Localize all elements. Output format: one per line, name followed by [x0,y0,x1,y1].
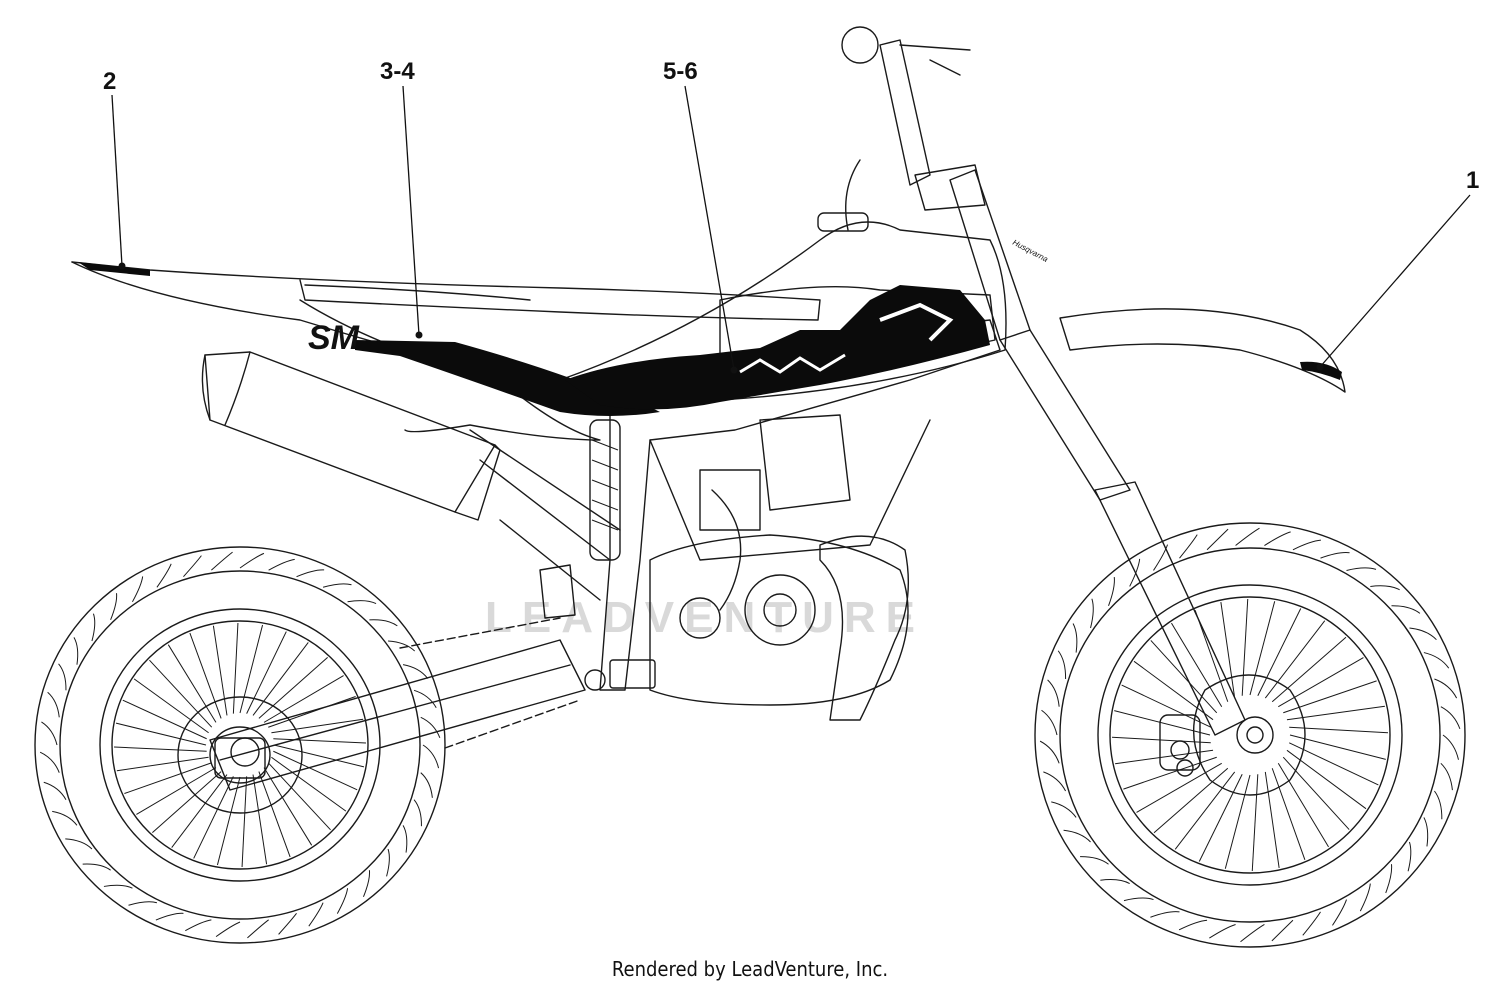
decal-sm-text: SM [308,319,360,357]
swingarm [209,639,586,791]
callout-3-4: 3-4 [380,58,423,339]
decal-1 [1300,361,1342,380]
rear-wheel [34,546,446,944]
tank-brand-label: Husqvarna [1011,238,1050,264]
front-wheel [1034,522,1466,948]
callout-2: 2 [103,68,126,270]
svg-text:1: 1 [1466,167,1479,194]
rear-shock [469,419,621,601]
svg-text:3-4: 3-4 [380,58,415,85]
render-credit: Rendered by LeadVenture, Inc. [611,957,889,981]
front-fork [949,169,1246,736]
front-caliper [1159,714,1201,771]
front-brake-disc [1192,674,1306,796]
muffler [201,351,501,521]
drive-chain [399,617,606,749]
decals: SM [78,262,1342,416]
svg-text:5-6: 5-6 [663,58,698,85]
callout-5-6: 5-6 [663,58,738,374]
decal-2 [78,262,150,276]
rear-brake-disc [177,696,303,814]
front-fender [1059,308,1346,393]
svg-text:2: 2 [103,68,116,95]
decal-3-4 [355,340,660,416]
engine [539,414,909,721]
handlebar [841,26,986,231]
callout-1: 1 [1316,167,1479,371]
decal-5-6 [565,285,990,410]
